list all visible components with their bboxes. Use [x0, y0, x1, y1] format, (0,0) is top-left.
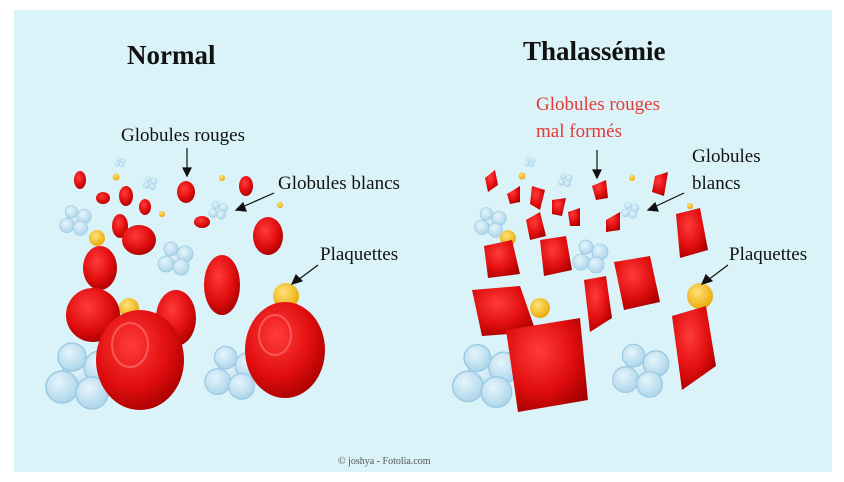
thal-malformed-label-line2: mal formés — [536, 120, 622, 144]
image-credit: © joshya - Fotolia.com — [338, 456, 431, 467]
thal-white-cells-label-line1: Globules — [692, 145, 761, 169]
normal-white-cells-label: Globules blancs — [278, 172, 400, 196]
normal-platelets-label: Plaquettes — [320, 243, 398, 267]
thalassemia-title: Thalassémie — [523, 36, 666, 67]
thal-platelets-label: Plaquettes — [729, 243, 807, 267]
normal-title: Normal — [127, 40, 215, 71]
thal-malformed-label-line1: Globules rouges — [536, 93, 660, 117]
normal-arrows — [183, 148, 318, 284]
thal-white-cells-label-line2: blancs — [692, 172, 741, 196]
normal-red-cells-label: Globules rouges — [121, 124, 245, 148]
